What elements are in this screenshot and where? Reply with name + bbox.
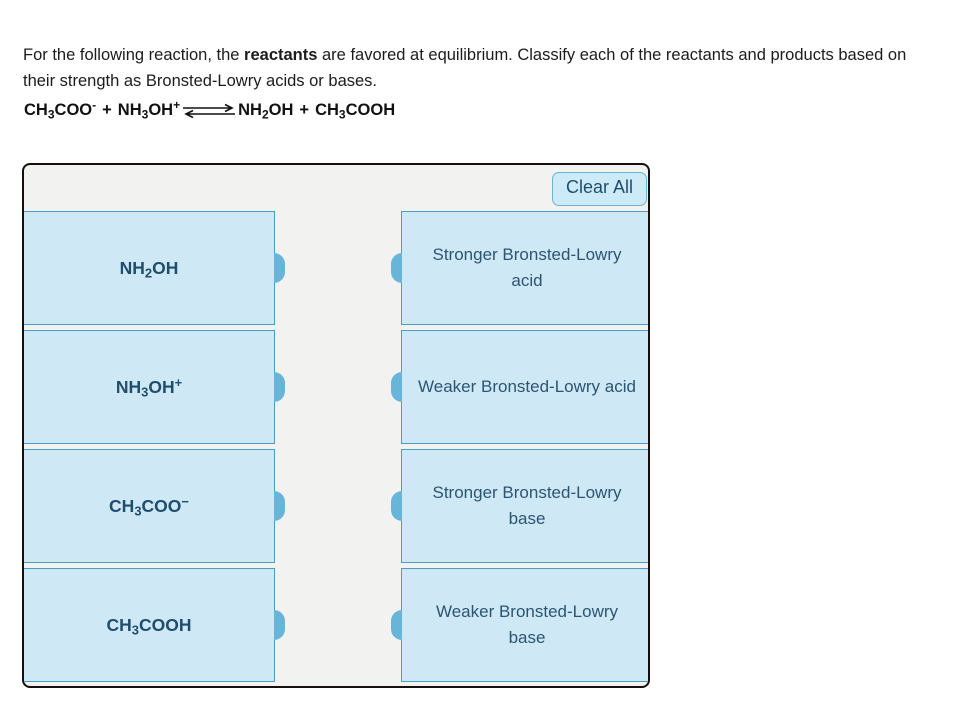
formula-base: NH xyxy=(119,258,145,278)
formula-mid: OH xyxy=(148,377,175,397)
equilibrium-double-arrow-icon xyxy=(181,102,237,120)
formula-subscript: 2 xyxy=(144,265,153,281)
equation-plus-2: + xyxy=(299,101,310,119)
tile-label: Stronger Bronsted-Lowry acid xyxy=(432,245,622,290)
formula-base: CH xyxy=(106,615,132,635)
equation-reactant-2: NH3OH+ xyxy=(117,98,181,122)
formula-base: CH xyxy=(315,101,339,119)
tile-weaker-acid[interactable]: Weaker Bronsted-Lowry acid xyxy=(391,330,648,444)
tile-label: Stronger Bronsted-Lowry base xyxy=(432,483,622,528)
question-prompt: For the following reaction, the reactant… xyxy=(23,42,923,94)
matching-columns: NH2OH NH3OH+ CH3COO− CH3COOH xyxy=(24,211,648,686)
formula-mid: OH xyxy=(152,258,179,278)
connector-knob-left-icon[interactable] xyxy=(391,491,402,521)
chemical-equation: CH3COO- + NH3OH+ NH2OH + CH3COOH xyxy=(24,98,395,122)
connector-knob-right-icon[interactable] xyxy=(274,253,285,283)
connector-knob-right-icon[interactable] xyxy=(274,372,285,402)
formula-mid: OH xyxy=(268,101,294,119)
prompt-text-before: For the following reaction, the xyxy=(23,45,245,64)
prompt-emphasis: reactants xyxy=(244,45,318,64)
formula-mid: COO xyxy=(141,496,182,516)
formula-subscript: 3 xyxy=(131,622,139,638)
widget-toolbar: Clear All xyxy=(24,165,648,213)
left-column-species: NH2OH NH3OH+ CH3COO− CH3COOH xyxy=(24,211,285,686)
formula-mid: COOH xyxy=(138,615,192,635)
formula-base: CH xyxy=(109,496,135,516)
equation-plus-1: + xyxy=(102,101,112,119)
tile-label: NH3OH+ xyxy=(102,374,196,400)
connector-knob-left-icon[interactable] xyxy=(391,610,402,640)
prompt-text-after: are favored at equilibrium. Classify eac… xyxy=(23,45,907,90)
formula-subscript: 3 xyxy=(338,107,346,122)
equation-product-1: NH2OH xyxy=(238,101,293,120)
formula-mid: COO xyxy=(54,101,93,119)
tile-ch3cooh[interactable]: CH3COOH xyxy=(24,568,285,682)
formula-subscript: 3 xyxy=(141,107,149,122)
tile-label: CH3COOH xyxy=(93,612,206,638)
formula-subscript: 3 xyxy=(141,384,149,400)
tile-ch3coo-minus[interactable]: CH3COO− xyxy=(24,449,285,563)
connector-knob-right-icon[interactable] xyxy=(274,491,285,521)
tile-label: NH2OH xyxy=(106,255,193,281)
formula-subscript: 3 xyxy=(47,107,55,122)
formula-subscript: 3 xyxy=(134,503,142,519)
formula-superscript: + xyxy=(174,375,183,391)
connector-knob-left-icon[interactable] xyxy=(391,253,402,283)
formula-superscript: − xyxy=(181,494,189,510)
tile-label: CH3COO− xyxy=(95,493,203,519)
tile-stronger-base[interactable]: Stronger Bronsted-Lowry base xyxy=(391,449,648,563)
equation-reactant-1: CH3COO- xyxy=(24,98,97,122)
tile-weaker-base[interactable]: Weaker Bronsted-Lowry base xyxy=(391,568,648,682)
formula-base: CH xyxy=(24,101,48,119)
formula-base: NH xyxy=(238,101,262,119)
equation-product-2: CH3COOH xyxy=(315,101,395,120)
tile-nh2oh[interactable]: NH2OH xyxy=(24,211,285,325)
connector-knob-left-icon[interactable] xyxy=(391,372,402,402)
formula-superscript: - xyxy=(92,98,97,113)
formula-subscript: 2 xyxy=(261,107,269,122)
matching-widget: Clear All NH2OH NH3OH+ CH3COO− CH3 xyxy=(22,163,650,688)
connector-knob-right-icon[interactable] xyxy=(274,610,285,640)
tile-stronger-acid[interactable]: Stronger Bronsted-Lowry acid xyxy=(391,211,648,325)
formula-base: NH xyxy=(115,377,142,397)
clear-all-button[interactable]: Clear All xyxy=(551,172,647,206)
right-column-categories: Stronger Bronsted-Lowry acid Weaker Bron… xyxy=(391,211,648,686)
formula-superscript: + xyxy=(173,98,181,113)
tile-label: Weaker Bronsted-Lowry acid xyxy=(418,377,636,396)
tile-nh3oh-plus[interactable]: NH3OH+ xyxy=(24,330,285,444)
formula-base: NH xyxy=(117,101,142,119)
formula-mid: OH xyxy=(148,101,174,119)
tile-label: Weaker Bronsted-Lowry base xyxy=(435,602,619,647)
formula-mid: COOH xyxy=(345,101,396,119)
